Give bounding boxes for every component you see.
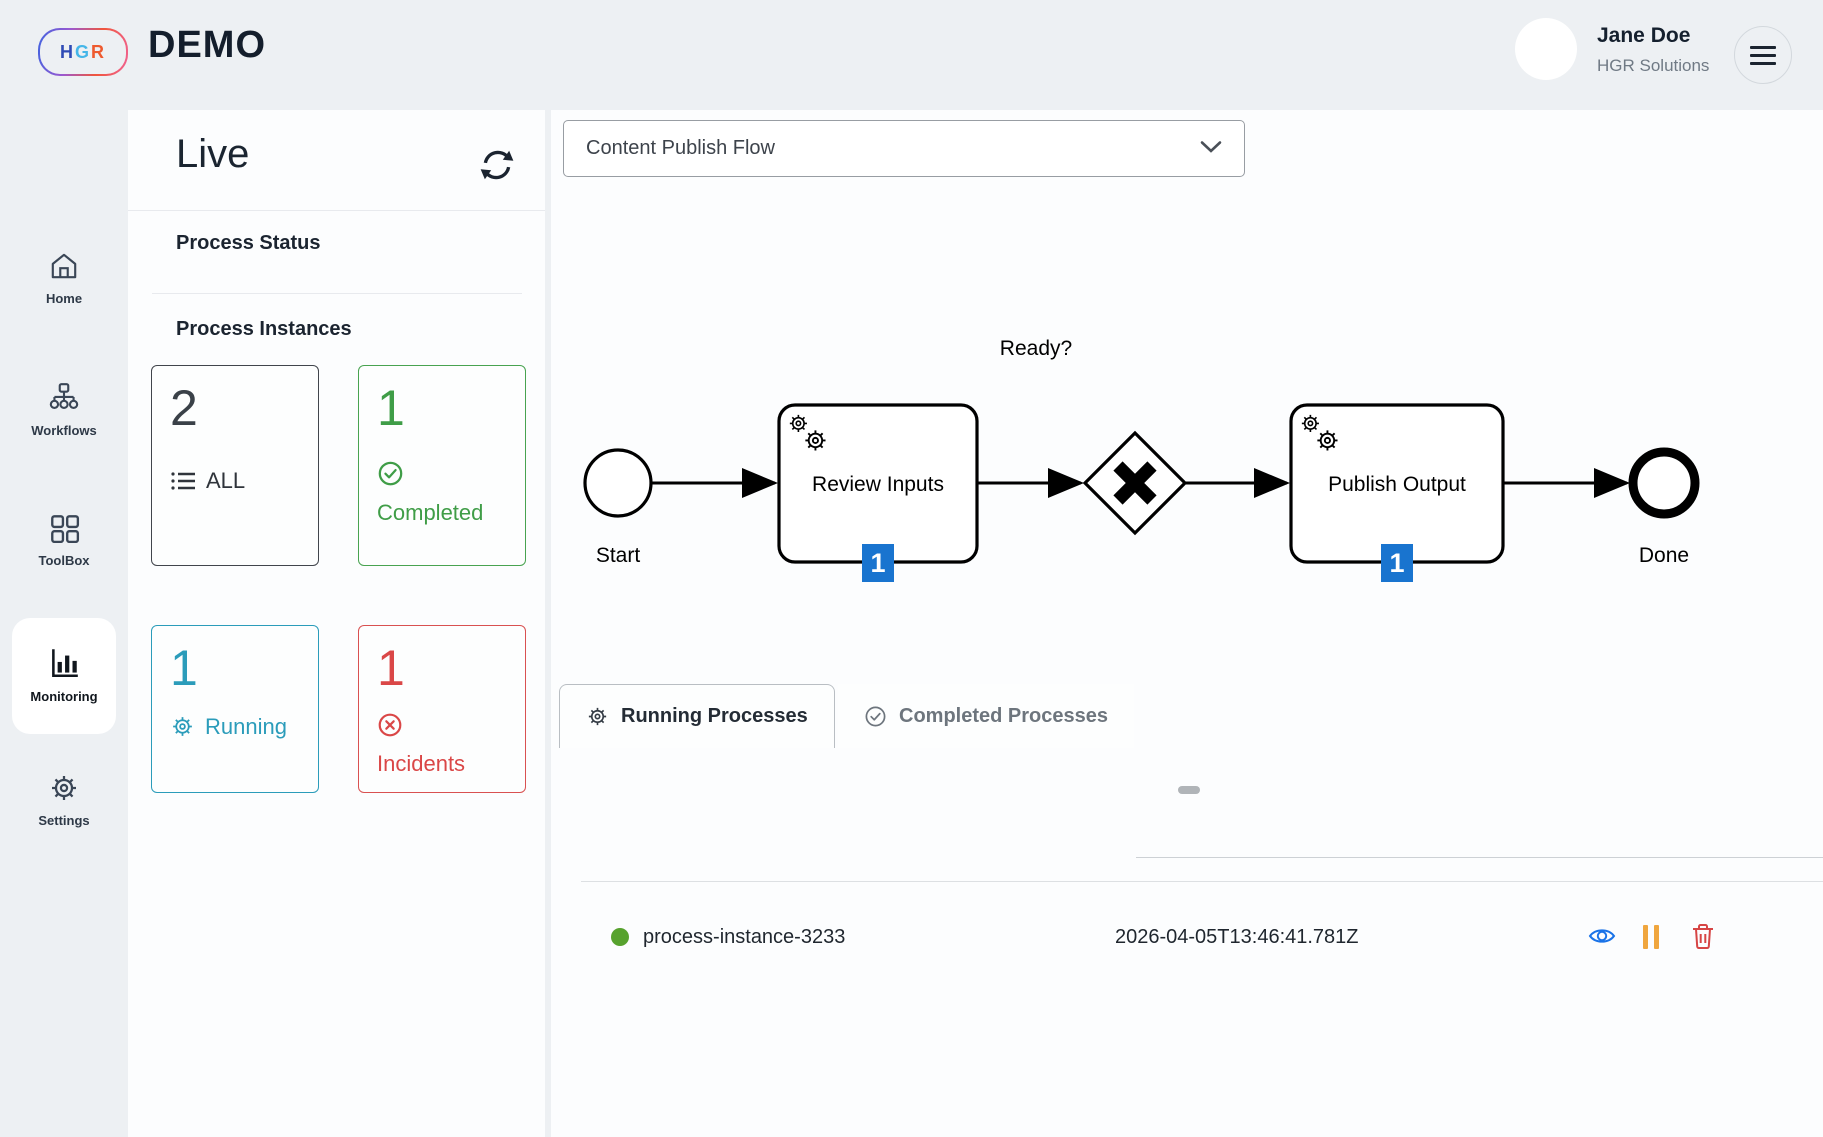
gear-icon [52, 776, 76, 800]
sidebar-item-monitoring[interactable]: Monitoring [0, 646, 128, 704]
gear-icon [588, 707, 607, 726]
sidebar-item-home[interactable]: Home [0, 250, 128, 306]
sitemap-icon [49, 383, 79, 410]
card-all-count: 2 [170, 380, 198, 436]
trash-icon [1693, 924, 1713, 949]
process-name: process-instance-3233 [643, 926, 846, 948]
task-label: Review Inputs [812, 473, 944, 496]
start-event-shape[interactable] [583, 448, 653, 518]
end-event-label: Done [1639, 544, 1689, 567]
hamburger-icon [1750, 61, 1776, 65]
instance-count-badge-value: 1 [870, 548, 885, 578]
diagram-horizontal-scrollbar[interactable] [1178, 786, 1200, 794]
delete-process-button[interactable] [1691, 923, 1715, 955]
flow-select-dropdown[interactable]: Content Publish Flow [563, 120, 1245, 177]
avatar[interactable] [1515, 18, 1577, 80]
card-incidents-label: Incidents [377, 750, 466, 776]
flow-select-value: Content Publish Flow [586, 137, 775, 159]
view-process-button[interactable] [1588, 926, 1616, 951]
menu-button[interactable] [1734, 26, 1792, 84]
live-panel: Live Process Status Process Instances 2 … [128, 110, 545, 1137]
card-running[interactable]: 1 Running [151, 625, 319, 793]
card-incidents[interactable]: 1 Incidents [358, 625, 526, 793]
refresh-button[interactable] [478, 146, 516, 184]
home-icon [51, 253, 77, 279]
logo-letter: R [91, 41, 106, 62]
card-running-label: Running [205, 713, 287, 739]
card-running-count: 1 [170, 640, 198, 696]
app-title: DEMO [148, 24, 266, 66]
badge-check-icon [865, 706, 886, 726]
badge-check-icon [378, 461, 403, 485]
refresh-icon [480, 150, 514, 180]
sidebar-item-toolbox[interactable]: ToolBox [0, 512, 128, 568]
divider [128, 210, 545, 211]
eye-icon [1588, 929, 1616, 943]
pause-icon [1654, 925, 1659, 949]
user-org: HGR Solutions [1597, 56, 1710, 75]
gear-icon [173, 717, 192, 736]
card-all[interactable]: 2 ALL [151, 365, 319, 566]
pause-process-button[interactable] [1643, 925, 1659, 949]
sidebar-item-label: Monitoring [30, 689, 98, 704]
status-dot [611, 928, 629, 946]
instance-count-badge [1381, 544, 1413, 582]
bar-chart-icon [52, 649, 78, 678]
hamburger-icon [1750, 45, 1776, 49]
section-process-status: Process Status [176, 232, 321, 254]
main-content: Content Publish Flow Start Review Inputs [551, 110, 1823, 1137]
instance-count-badge [862, 544, 894, 582]
sidebar-item-label: Workflows [31, 423, 97, 438]
logo-letter: G [74, 41, 91, 62]
sidebar-item-workflows[interactable]: Workflows [0, 382, 128, 438]
end-event-shape[interactable] [1628, 447, 1700, 519]
gateway-label: Ready? [1000, 337, 1072, 360]
start-event-label: Start [596, 544, 641, 567]
sidebar: Home Workflows ToolBox Monitoring [0, 110, 129, 1137]
pause-icon [1643, 925, 1648, 949]
instance-count-badge-value: 1 [1389, 548, 1404, 578]
process-timestamp: 2026-04-05T13:46:41.781Z [1115, 926, 1359, 948]
grid-icon [51, 515, 80, 544]
task-label: Publish Output [1328, 473, 1466, 496]
user-name: Jane Doe [1597, 24, 1691, 47]
sidebar-item-settings[interactable]: Settings [0, 772, 128, 828]
x-circle-icon [378, 713, 402, 736]
tab-running-processes[interactable]: Running Processes [559, 684, 835, 748]
process-row: process-instance-3233 2026-04-05T13:46:4… [551, 905, 1823, 969]
section-process-instances: Process Instances [176, 318, 352, 340]
sidebar-item-label: ToolBox [38, 553, 90, 568]
tab-label: Completed Processes [899, 704, 1108, 727]
bpmn-diagram-canvas[interactable]: Start Review Inputs 1 Ready? Publish Out… [551, 178, 1823, 778]
logo-letter: H [59, 41, 75, 62]
card-all-label: ALL [206, 467, 246, 493]
card-completed[interactable]: 1 Completed [358, 365, 526, 566]
card-completed-label: Completed [377, 499, 484, 525]
card-completed-count: 1 [377, 380, 405, 436]
chevron-down-icon [1200, 137, 1222, 160]
sidebar-item-label: Settings [38, 813, 90, 828]
card-incidents-count: 1 [377, 640, 405, 696]
gateway-x-icon [1113, 461, 1157, 505]
tab-bar-border [1136, 857, 1823, 858]
list-icon [171, 471, 195, 490]
tab-panel-divider [581, 881, 1823, 882]
tab-completed-processes[interactable]: Completed Processes [838, 684, 1134, 748]
tab-label: Running Processes [621, 705, 808, 727]
live-title: Live [176, 132, 250, 176]
divider [152, 293, 522, 294]
hamburger-icon [1750, 53, 1776, 57]
sidebar-item-label: Home [45, 291, 83, 306]
